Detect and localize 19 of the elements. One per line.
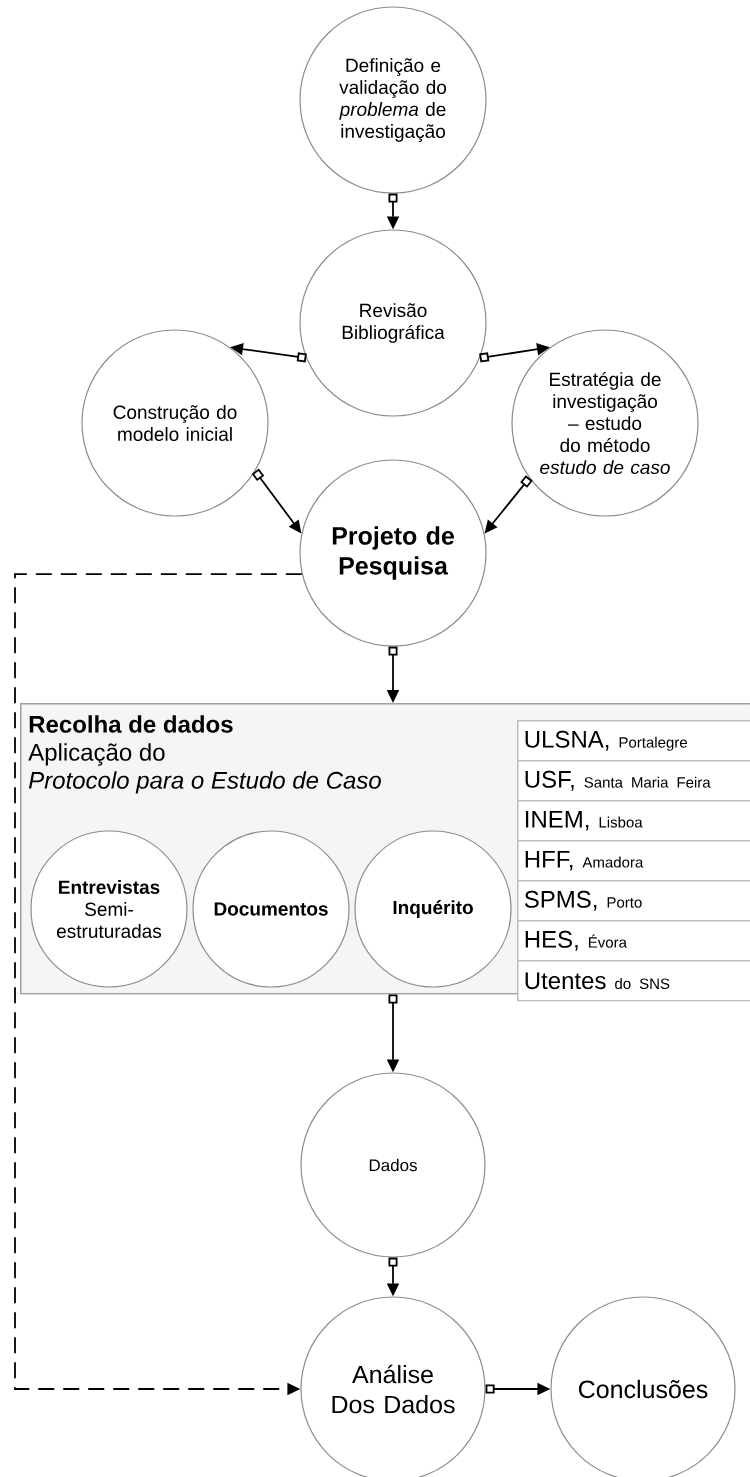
- node-label: USF,: [525, 770, 574, 791]
- table-row: HFF, Amadora: [517, 840, 750, 882]
- table-row: USF, Santa Maria Feira: [517, 760, 750, 802]
- node-label: Amadora: [582, 856, 644, 868]
- node-label: Porto: [607, 897, 642, 908]
- node-label: HES,: [525, 930, 578, 951]
- table-row: SPMS, Porto: [517, 880, 750, 922]
- node-label: Évora: [588, 934, 627, 948]
- node-label: Portalegre: [619, 736, 687, 751]
- table-row: ULSNA, Portalegre: [517, 720, 750, 762]
- table-row: Utentes do SNS: [517, 960, 750, 1002]
- node-label: HFF,: [525, 850, 573, 871]
- table-row: INEM, Lisboa: [517, 800, 750, 842]
- node-label: Santa Maria Feira: [584, 776, 711, 788]
- node-label: INEM,: [525, 810, 589, 831]
- node-label: SPMS,: [524, 890, 597, 911]
- node-label: ULSNA,: [525, 730, 609, 751]
- table-row: HES, Évora: [517, 920, 750, 962]
- node-label: Lisboa: [599, 816, 643, 828]
